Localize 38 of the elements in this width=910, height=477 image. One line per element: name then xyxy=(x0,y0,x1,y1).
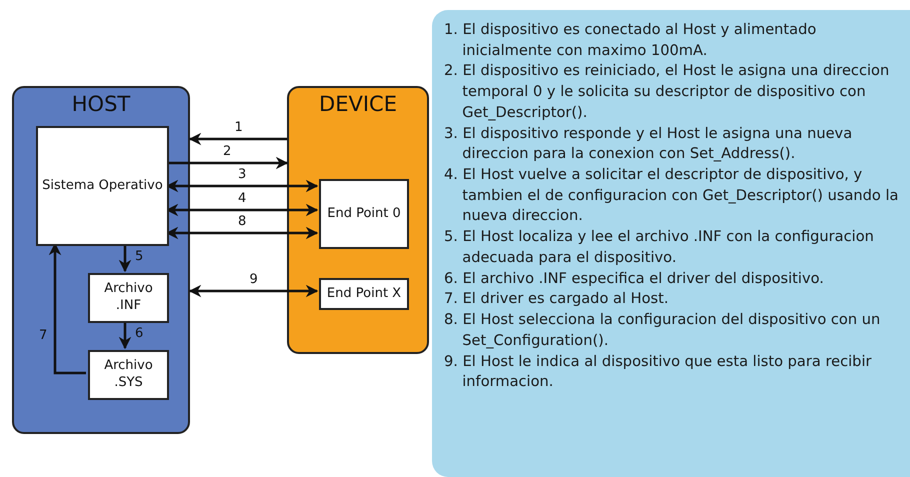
box-label: End Point 0 xyxy=(327,206,401,222)
arrow xyxy=(188,132,287,146)
device-panel xyxy=(287,86,429,354)
edge-label: 4 xyxy=(238,192,246,205)
endpoint-box xyxy=(319,179,409,249)
box-label: End Point X xyxy=(326,286,402,302)
edge-label: 5 xyxy=(135,250,144,262)
step-text: 5. El Host localiza y lee el archivo .INF con la configuracion adecuada para el dispositivo. xyxy=(444,227,875,268)
box-label: Archivo .SYS xyxy=(103,358,154,392)
arrow xyxy=(188,284,318,298)
step-text: 6. El archivo .INF especifica el driver del dispositivo. xyxy=(444,268,825,289)
edge-label: 6 xyxy=(135,326,144,340)
step-text: 7. El driver es cargado al Host. xyxy=(444,289,670,310)
panel-title: DEVICE xyxy=(318,92,398,116)
box-label: Archivo .INF xyxy=(103,281,154,315)
edge-label: 1 xyxy=(234,121,243,134)
arrow xyxy=(167,156,288,170)
edge-label: 7 xyxy=(39,328,48,342)
step-text: 9. El Host le indica al dispositivo que esta listo para recibir informacion. xyxy=(444,352,872,392)
edge-label: 8 xyxy=(238,215,246,228)
step-text: 2. El dispositivo es reiniciado, el Host le asigna una direccion temporal 0 y le solicita su descriptor de dispositivo con Get_Descriptor(). xyxy=(444,61,890,123)
edge-label: 3 xyxy=(238,168,246,181)
step-text: 1. El dispositivo es conectado al Host y alimentado inicialmente con maximo 100mA. xyxy=(444,20,818,61)
arrow xyxy=(118,321,132,350)
host-panel xyxy=(12,86,190,434)
file-box xyxy=(88,273,169,323)
step-text: 4. El Host vuelve a solicitar el descriptor de dispositivo, y tambien el de configuracion con Get_Descriptor() usando la nueva direccion. xyxy=(444,165,900,226)
edge-label: 2 xyxy=(223,145,232,158)
endpoint-box xyxy=(319,278,409,310)
panel-title: HOST xyxy=(70,92,132,116)
step-text: 8. El Host selecciona la configuracion del dispositivo con un Set_Configuration(). xyxy=(444,310,882,351)
process-box xyxy=(36,126,169,246)
notes-panel xyxy=(432,10,910,477)
box-label: Sistema Operativo xyxy=(42,178,163,194)
edge-label: 9 xyxy=(250,273,258,286)
step-text: 3. El dispositivo responde y el Host le asigna una nueva direccion para la conexion con Set_Address(). xyxy=(444,124,854,164)
arrow xyxy=(118,244,132,272)
file-box xyxy=(88,350,169,400)
